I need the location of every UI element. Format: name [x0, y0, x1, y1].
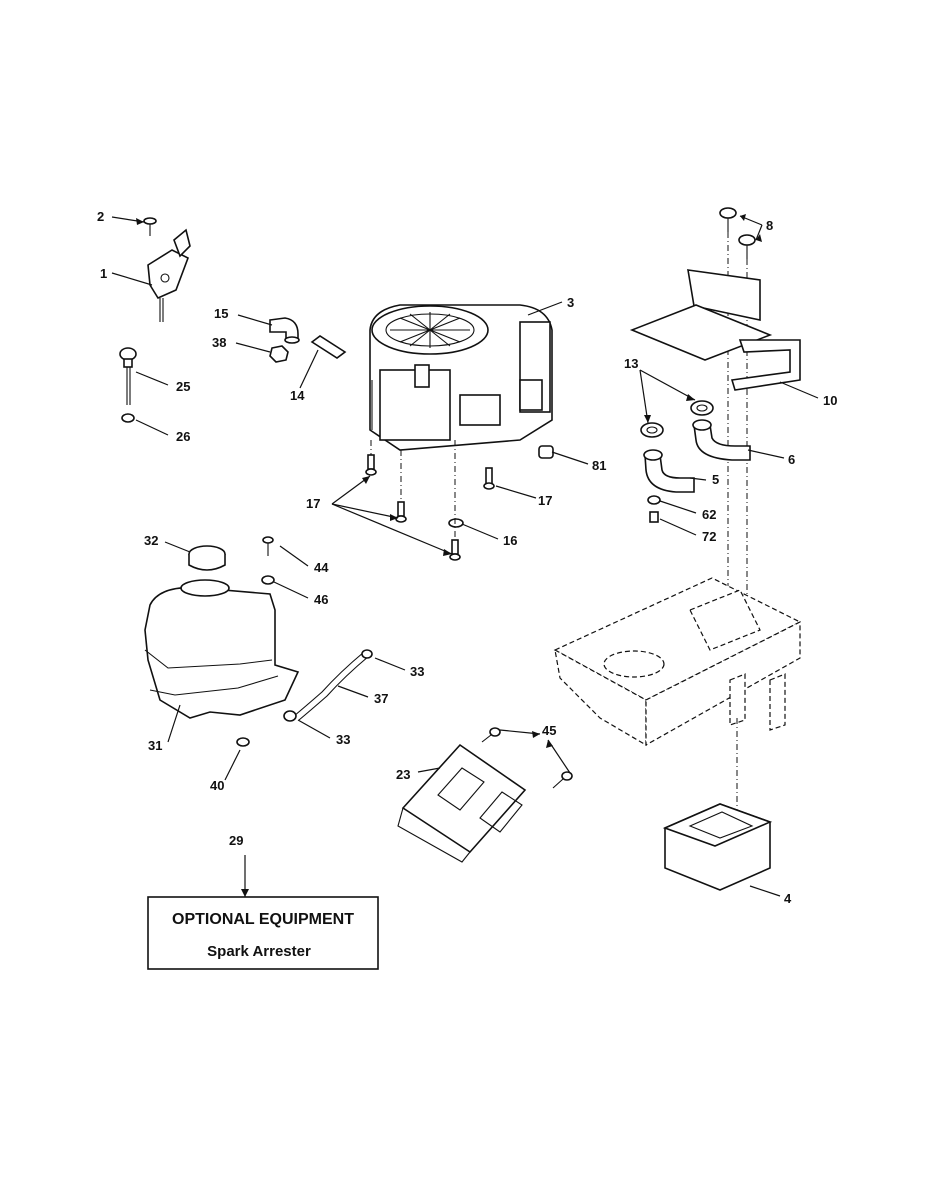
- callout-16: 16: [503, 533, 517, 548]
- callout-62: 62: [702, 507, 716, 522]
- washer-46: [261, 575, 275, 585]
- callout-2: 2: [97, 209, 104, 224]
- callout-33-top: 33: [410, 664, 424, 679]
- exhaust-pipe-5: [643, 449, 695, 493]
- plug-81: [538, 445, 554, 459]
- washer-62: [647, 495, 661, 505]
- callout-3: 3: [567, 295, 574, 310]
- bolt-8-left: [719, 207, 737, 232]
- optional-equipment-box: [147, 896, 379, 970]
- callout-23: 23: [396, 767, 410, 782]
- callout-38: 38: [212, 335, 226, 350]
- chassis-frame: [553, 577, 802, 747]
- bolt-17-mid: [395, 501, 407, 523]
- callout-4: 4: [784, 891, 792, 906]
- callout-8: 8: [766, 218, 773, 233]
- engine: [369, 304, 553, 451]
- arrowheads: [136, 214, 762, 897]
- elbow-fitting: [269, 317, 300, 344]
- callout-13: 13: [624, 356, 638, 371]
- optional-equipment-subtitle: Spark Arrester: [207, 943, 311, 960]
- callout-29: 29: [229, 833, 243, 848]
- clamp-33-bottom: [283, 710, 297, 722]
- dipstick: [119, 347, 137, 405]
- gasket-13-lower: [640, 422, 664, 438]
- screw-44: [262, 536, 274, 556]
- callout-25: 25: [176, 379, 190, 394]
- optional-equipment-title: OPTIONAL EQUIPMENT: [172, 911, 354, 928]
- callout-17-left: 17: [306, 496, 320, 511]
- callout-44: 44: [314, 560, 329, 575]
- callout-14: 14: [290, 388, 305, 403]
- callout-46: 46: [314, 592, 328, 607]
- bolt-17-left: [365, 454, 377, 476]
- callout-5: 5: [712, 472, 719, 487]
- callout-40: 40: [210, 778, 224, 793]
- washer-16: [448, 518, 464, 528]
- callout-17-right: 17: [538, 493, 552, 508]
- hose-14: [310, 335, 347, 359]
- callout-32: 32: [144, 533, 158, 548]
- muffler-bracket: [629, 269, 801, 391]
- screw-2: [143, 217, 157, 236]
- callout-1: 1: [100, 266, 107, 281]
- fuel-tank: [144, 579, 300, 719]
- nut-38: [269, 345, 289, 363]
- clamp-33-top: [361, 649, 373, 659]
- callout-72: 72: [702, 529, 716, 544]
- muffler: [662, 803, 773, 891]
- callout-6: 6: [788, 452, 795, 467]
- fuel-line-37: [293, 651, 370, 721]
- screw-45-lower: [552, 771, 573, 789]
- washer-40: [236, 737, 250, 747]
- bolt-8-right: [738, 234, 756, 259]
- fuel-cap-32: [188, 545, 226, 571]
- screw-72: [649, 511, 659, 523]
- washer-26: [121, 413, 135, 423]
- bolt-17-right: [483, 467, 495, 490]
- callout-26: 26: [176, 429, 190, 444]
- callout-33-bottom: 33: [336, 732, 350, 747]
- heat-shield: [397, 743, 527, 863]
- bolt-17-low: [449, 539, 461, 561]
- callout-10: 10: [823, 393, 837, 408]
- callout-45: 45: [542, 723, 556, 738]
- callout-15: 15: [214, 306, 228, 321]
- callout-81: 81: [592, 458, 606, 473]
- gasket-13-upper: [690, 400, 714, 416]
- exhaust-pipe-6: [692, 419, 751, 461]
- callout-31: 31: [148, 738, 162, 753]
- callout-37: 37: [374, 691, 388, 706]
- screw-45-upper: [481, 727, 501, 743]
- throttle-bracket: [147, 228, 191, 322]
